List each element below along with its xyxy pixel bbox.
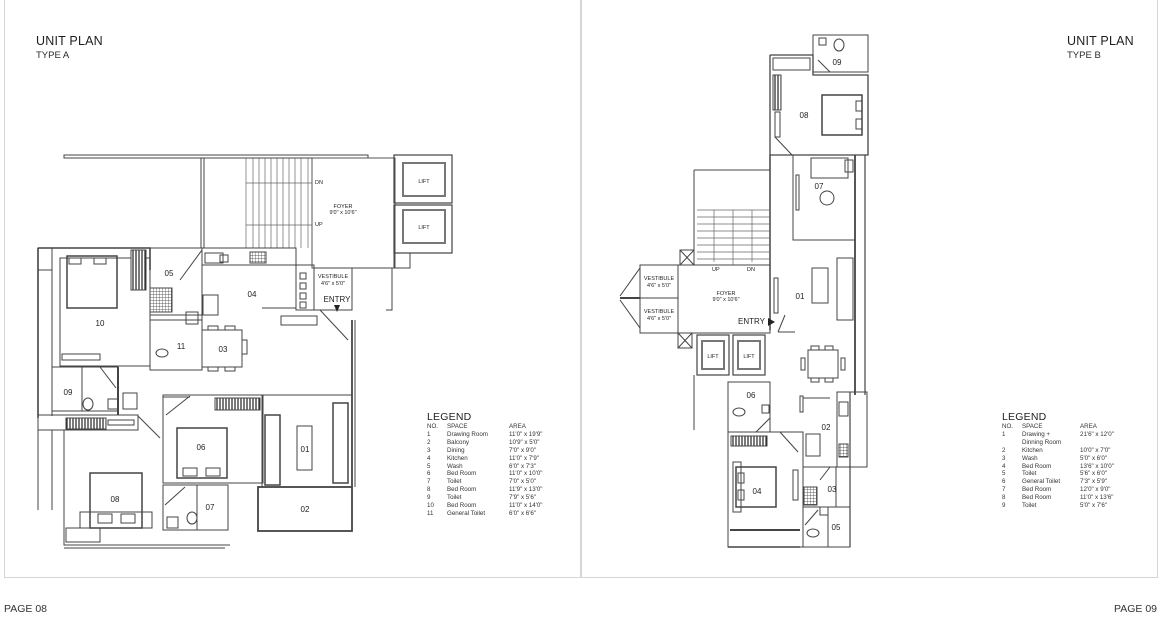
lift-label: LIFT <box>418 225 430 231</box>
floor-plan-type-a: DN UP FOYER 9'0" x 10'6" LIFT LIFT VESTI… <box>37 154 453 549</box>
room-02: 02 <box>301 505 310 514</box>
room-01: 01 <box>301 445 310 454</box>
entry-label: ENTRY <box>738 317 766 326</box>
legend-title: LEGEND <box>427 411 472 423</box>
page-number-09: PAGE 09 <box>1114 603 1157 615</box>
room-06: 06 <box>197 443 206 452</box>
room-04: 04 <box>753 487 762 496</box>
unit-type-b: TYPE B <box>1067 50 1101 61</box>
room-09: 09 <box>833 58 842 67</box>
room-01: 01 <box>796 292 805 301</box>
page-08-panel <box>4 0 581 578</box>
vestibule-size-1: 4'6" x 5'0" <box>647 283 671 289</box>
vestibule-label: VESTIBULE <box>318 274 349 280</box>
dn-label: DN <box>747 267 755 273</box>
vestibule-size: 4'6" x 5'0" <box>321 281 345 287</box>
up-label: UP <box>315 222 323 228</box>
vestibule-label-1: VESTIBULE <box>644 276 675 282</box>
unit-plan-title-a: UNIT PLAN <box>36 34 103 48</box>
room-10: 10 <box>96 319 105 328</box>
lift-label: LIFT <box>743 354 755 360</box>
foyer-label: FOYER <box>717 291 736 297</box>
room-03: 03 <box>828 485 837 494</box>
page-number-08: PAGE 08 <box>4 603 47 615</box>
legend-title: LEGEND <box>1002 411 1047 423</box>
unit-plan-title-b: UNIT PLAN <box>1067 34 1134 48</box>
lift-label: LIFT <box>707 354 719 360</box>
room-08: 08 <box>800 111 809 120</box>
legend-header: NO. SPACE AREA <box>427 423 526 430</box>
room-05: 05 <box>832 523 841 532</box>
floor-plan-type-b: UP DN FOYER 9'0" x 10'6" VESTIBULE 4'6" … <box>619 34 869 548</box>
room-07: 07 <box>815 182 824 191</box>
room-06: 06 <box>747 391 756 400</box>
room-07: 07 <box>206 503 215 512</box>
room-05: 05 <box>165 269 174 278</box>
foyer-label: DN <box>315 180 323 186</box>
foyer-label: FOYER <box>334 204 353 210</box>
room-11: 11 <box>177 342 186 351</box>
legend-header: NO. SPACE AREA <box>1002 423 1097 430</box>
page-09-panel <box>581 0 1158 578</box>
vestibule-label-2: VESTIBULE <box>644 309 675 315</box>
foyer-size: 9'0" x 10'6" <box>329 210 356 216</box>
unit-type-a: TYPE A <box>36 50 70 61</box>
entry-label: ENTRY <box>324 295 352 304</box>
lift-label: LIFT <box>418 179 430 185</box>
foyer-size: 9'0" x 10'6" <box>712 297 739 303</box>
room-08: 08 <box>111 495 120 504</box>
vestibule-size-2: 4'6" x 5'0" <box>647 316 671 322</box>
legend-row: Dinning Room <box>1022 438 1062 446</box>
room-03: 03 <box>219 345 228 354</box>
room-02: 02 <box>822 423 831 432</box>
room-09: 09 <box>64 388 73 397</box>
room-04: 04 <box>248 290 257 299</box>
up-label: UP <box>712 267 720 273</box>
